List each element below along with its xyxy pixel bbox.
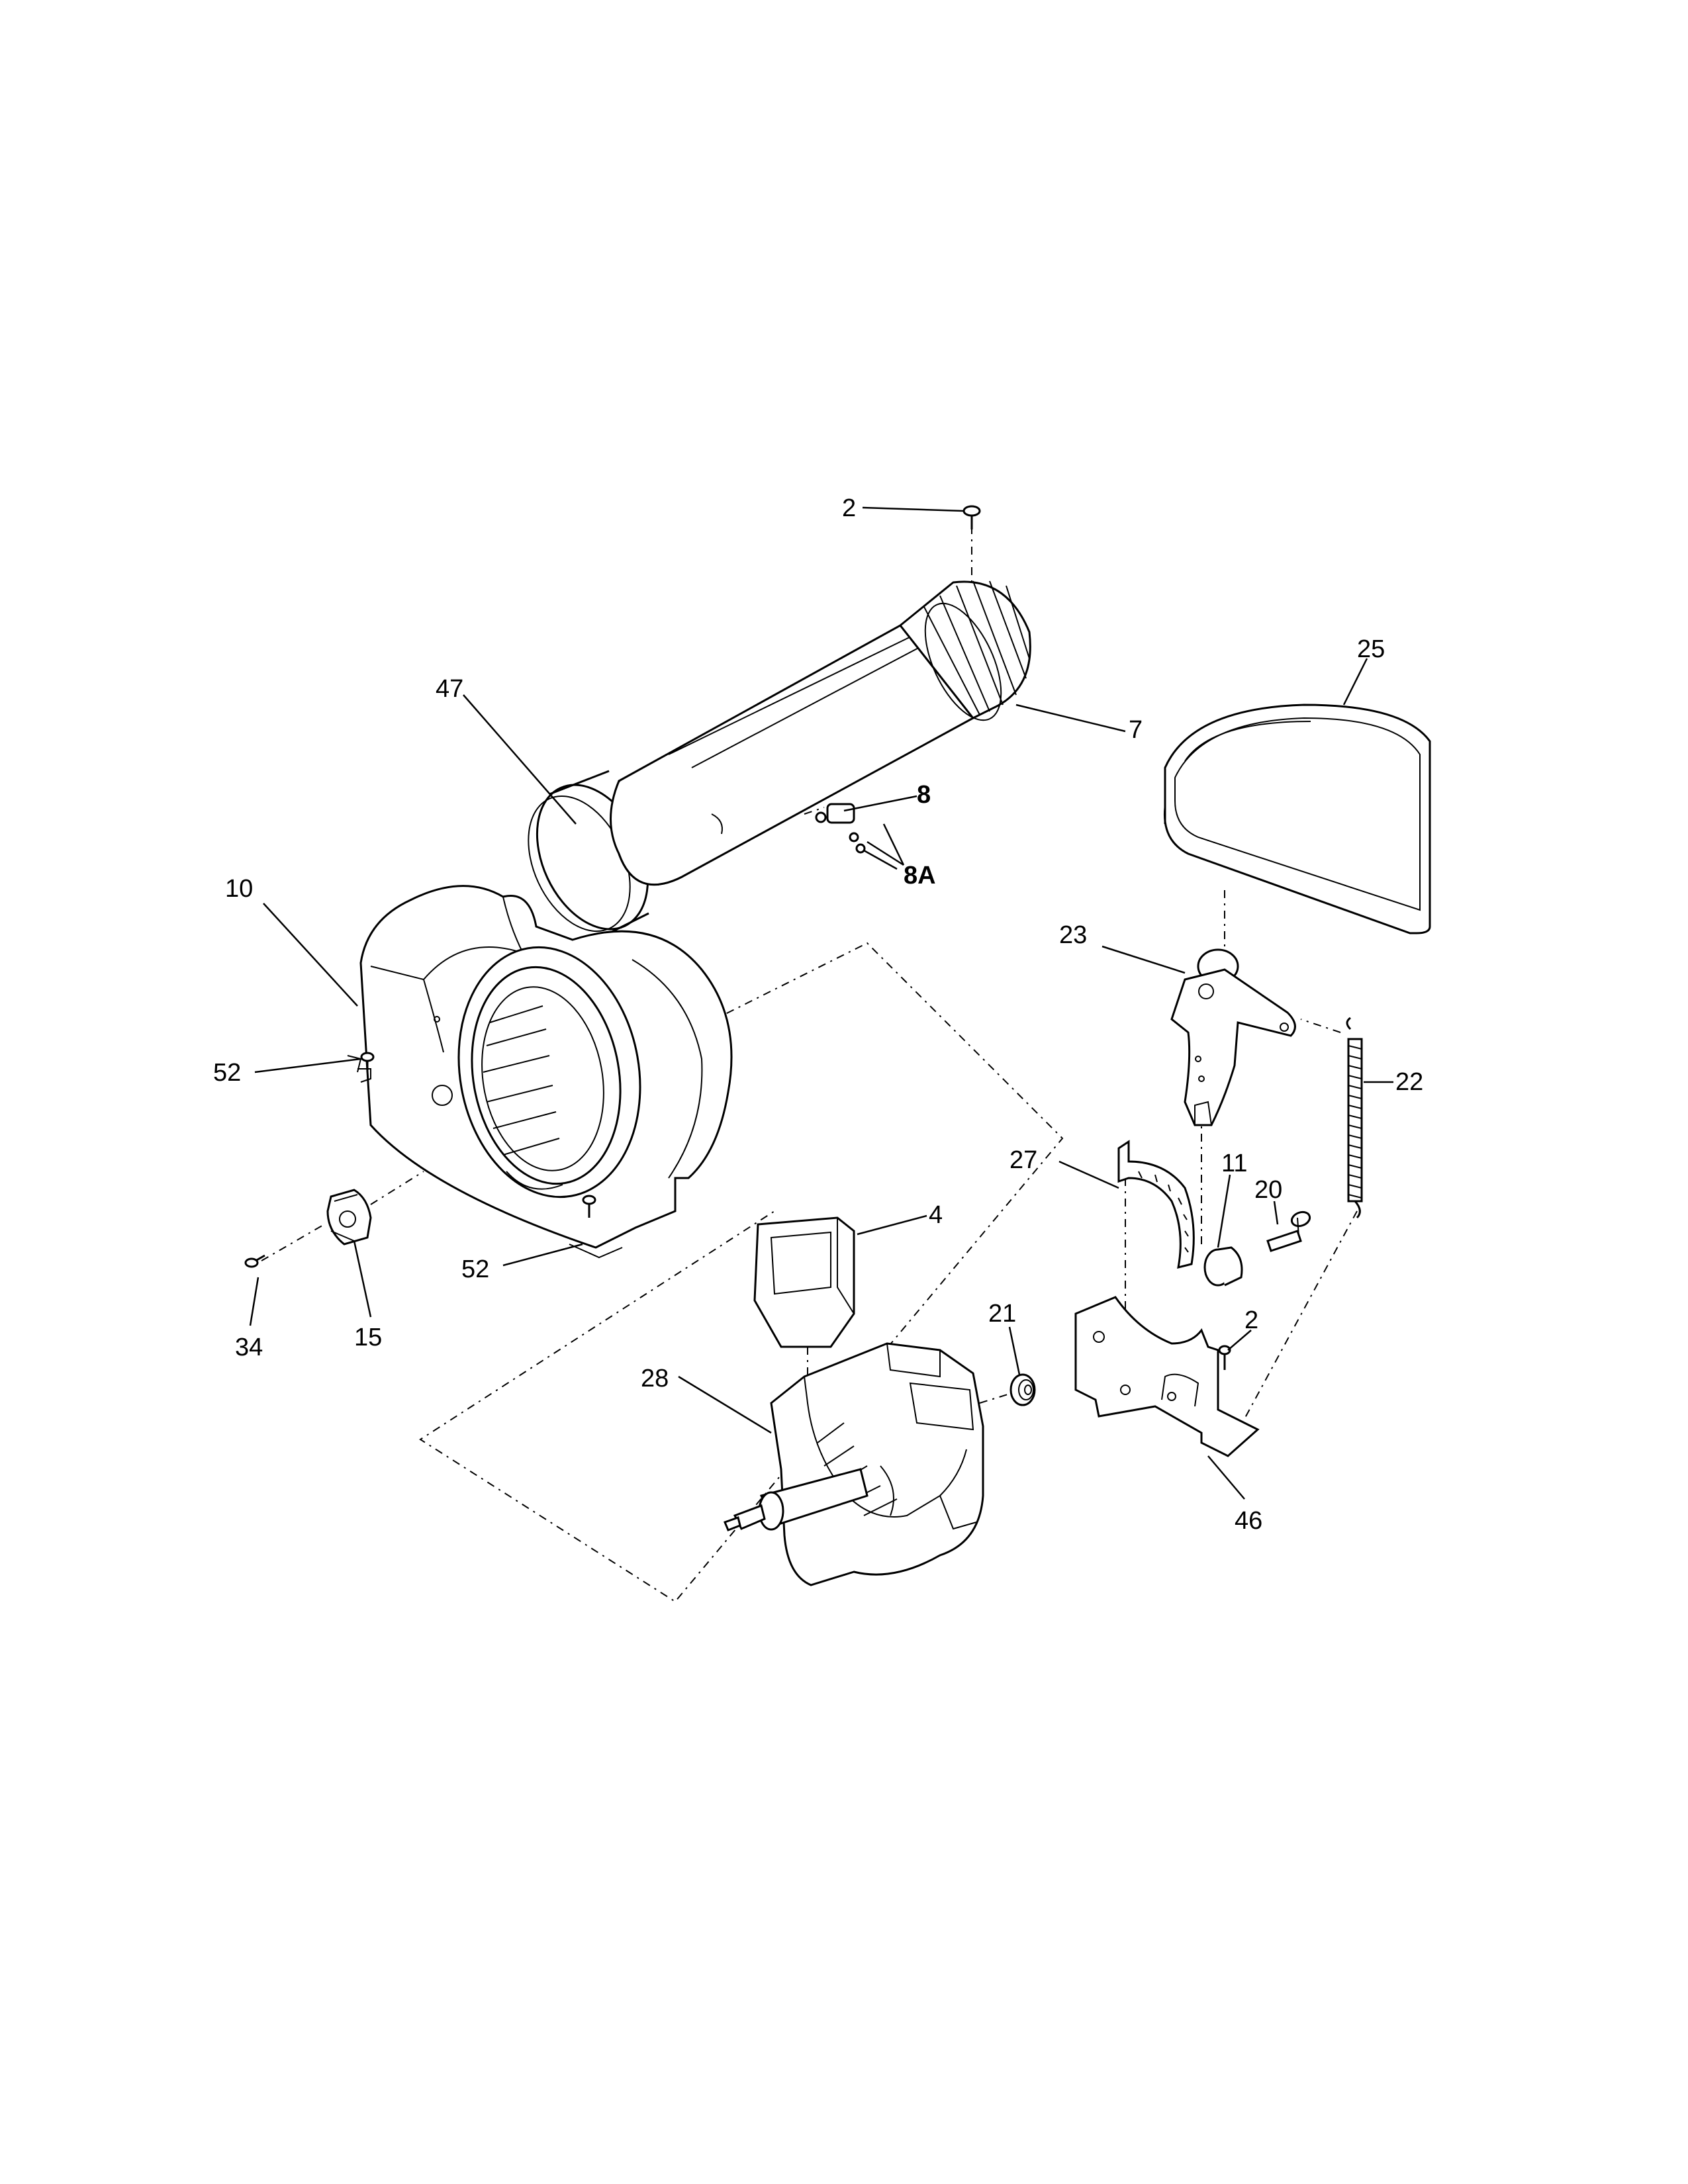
- label-2-top: 2: [842, 494, 856, 522]
- label-46: 46: [1235, 1507, 1262, 1535]
- label-28: 28: [641, 1365, 669, 1392]
- label-10: 10: [225, 875, 253, 903]
- label-52-upper: 52: [213, 1059, 241, 1087]
- label-52-lower: 52: [461, 1255, 489, 1283]
- label-25: 25: [1357, 635, 1385, 663]
- bolt-20: [1266, 1210, 1311, 1252]
- screw-2-top: [962, 505, 981, 529]
- exhaust-duct-7: [610, 580, 1031, 886]
- label-7: 7: [1129, 716, 1143, 744]
- part-labels: 2 47 7 25 8 8A 10 23 52 22 27 11 20 4 52…: [213, 494, 1423, 1535]
- drive-belt-25: [1163, 704, 1431, 934]
- air-duct-4: [753, 1216, 855, 1348]
- label-34: 34: [235, 1334, 263, 1361]
- thermostat-8: [815, 803, 866, 854]
- label-23: 23: [1059, 921, 1087, 949]
- motor-pulley-21: [1009, 1373, 1036, 1406]
- screw-52-upper: [360, 1052, 375, 1072]
- label-11: 11: [1221, 1150, 1247, 1177]
- label-27: 27: [1009, 1146, 1037, 1174]
- label-47: 47: [436, 675, 463, 703]
- label-8: 8: [917, 781, 931, 809]
- drive-motor-28: [724, 1342, 984, 1586]
- screw-52-lower: [582, 1195, 596, 1218]
- label-4: 4: [929, 1201, 943, 1229]
- idler-bracket-27: [1117, 1140, 1195, 1269]
- screw-34: [244, 1254, 265, 1268]
- label-22: 22: [1395, 1068, 1423, 1096]
- screw-2-bottom: [1218, 1345, 1231, 1370]
- label-15: 15: [354, 1324, 382, 1351]
- bumper-pad-11: [1203, 1246, 1243, 1287]
- blower-wheel-15: [326, 1189, 372, 1246]
- label-2-bottom: 2: [1244, 1306, 1258, 1334]
- label-20: 20: [1254, 1176, 1282, 1204]
- motor-bracket-46: [1074, 1296, 1260, 1457]
- blower-housing-10: [347, 885, 733, 1259]
- leader-lines: [249, 506, 1393, 1500]
- label-8a: 8A: [904, 862, 936, 889]
- tension-spring-22: [1346, 1017, 1363, 1219]
- label-21: 21: [988, 1300, 1016, 1328]
- idler-arm-23: [1170, 948, 1296, 1126]
